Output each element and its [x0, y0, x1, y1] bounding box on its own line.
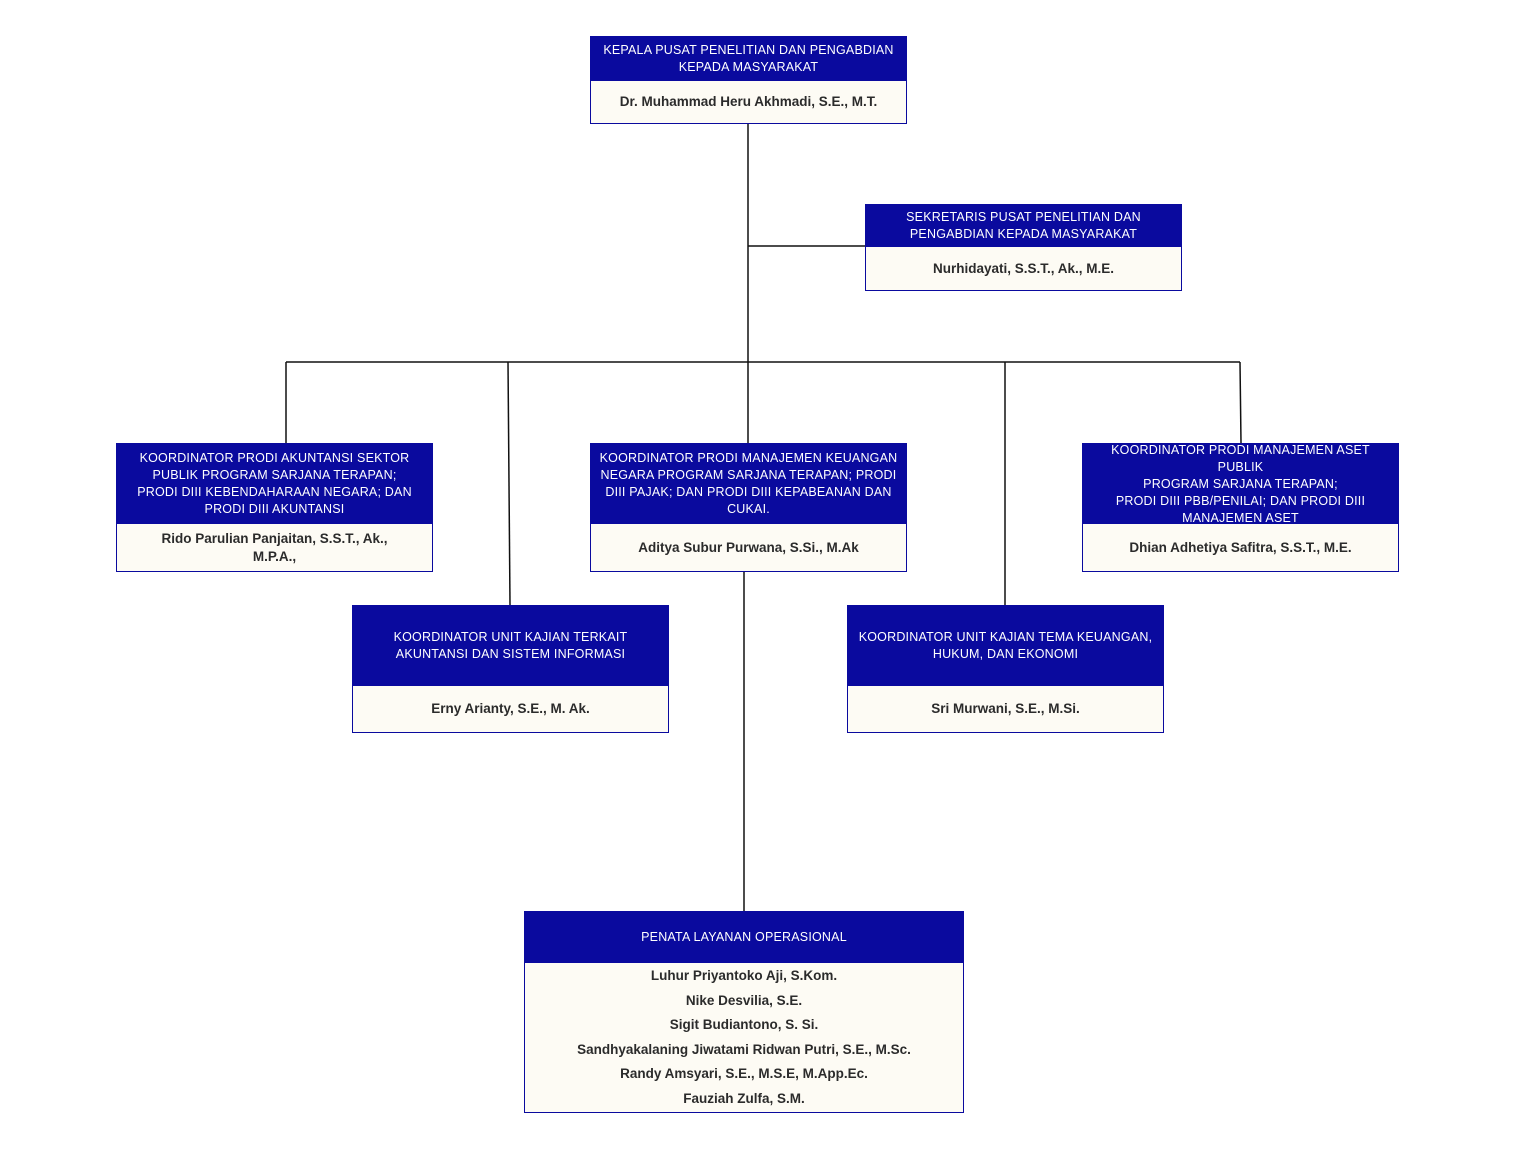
operasional-names: Luhur Priyantoko Aji, S.Kom. Nike Desvil… — [525, 963, 963, 1112]
connector-unit-akuntansi — [507, 361, 511, 606]
coord-keuangan-box: KOORDINATOR PRODI MANAJEMEN KEUANGAN NEG… — [590, 443, 907, 572]
staff-name: Randy Amsyari, S.E., M.S.E, M.App.Ec. — [620, 1066, 868, 1081]
coord-akuntansi-title: KOORDINATOR PRODI AKUNTANSI SEKTOR PUBLI… — [117, 444, 432, 524]
coord-aset-name: Dhian Adhetiya Safitra, S.S.T., M.E. — [1129, 539, 1352, 555]
staff-name: Nike Desvilia, S.E. — [685, 992, 803, 1008]
coord-aset-box: KOORDINATOR PRODI MANAJEMEN ASET PUBLIK … — [1082, 443, 1399, 572]
coord-keuangan-name: Aditya Subur Purwana, S.Si., M.Ak — [638, 539, 859, 555]
secretary-name: Nurhidayati, S.S.T., Ak., M.E. — [932, 260, 1115, 276]
connector-aset — [1239, 361, 1242, 444]
unit-keuangan-box: KOORDINATOR UNIT KAJIAN TEMA KEUANGAN, H… — [847, 605, 1164, 733]
head-title: KEPALA PUSAT PENELITIAN DAN PENGABDIAN K… — [591, 37, 906, 81]
unit-akuntansi-name: Erny Arianty, S.E., M. Ak. — [431, 701, 590, 716]
operasional-box: PENATA LAYANAN OPERASIONAL Luhur Priyant… — [524, 911, 964, 1113]
staff-name: Sigit Budiantono, S. Si. — [669, 1017, 819, 1032]
unit-akuntansi-title: KOORDINATOR UNIT KAJIAN TERKAIT AKUNTANS… — [353, 606, 668, 686]
unit-keuangan-name: Sri Murwani, S.E., M.Si. — [931, 701, 1080, 716]
coord-akuntansi-box: KOORDINATOR PRODI AKUNTANSI SEKTOR PUBLI… — [116, 443, 433, 572]
unit-akuntansi-box: KOORDINATOR UNIT KAJIAN TERKAIT AKUNTANS… — [352, 605, 669, 733]
operasional-title: PENATA LAYANAN OPERASIONAL — [525, 912, 963, 963]
staff-name: Sandhyakalaning Jiwatami Ridwan Putri, S… — [577, 1041, 911, 1057]
secretary-title: SEKRETARIS PUSAT PENELITIAN DAN PENGABDI… — [866, 205, 1181, 247]
staff-name: Fauziah Zulfa, S.M. — [683, 1090, 805, 1106]
coord-akuntansi-name: Rido Parulian Panjaitan, S.S.T., Ak., M.… — [161, 530, 388, 564]
coord-keuangan-title: KOORDINATOR PRODI MANAJEMEN KEUANGAN NEG… — [591, 444, 906, 524]
coord-aset-title: KOORDINATOR PRODI MANAJEMEN ASET PUBLIK … — [1083, 443, 1398, 525]
staff-name: Luhur Priyantoko Aji, S.Kom. — [650, 968, 838, 983]
head-box: KEPALA PUSAT PENELITIAN DAN PENGABDIAN K… — [590, 36, 907, 124]
secretary-box: SEKRETARIS PUSAT PENELITIAN DAN PENGABDI… — [865, 204, 1182, 291]
head-name: Dr. Muhammad Heru Akhmadi, S.E., M.T. — [619, 94, 878, 109]
unit-keuangan-title: KOORDINATOR UNIT KAJIAN TEMA KEUANGAN, H… — [848, 606, 1163, 686]
